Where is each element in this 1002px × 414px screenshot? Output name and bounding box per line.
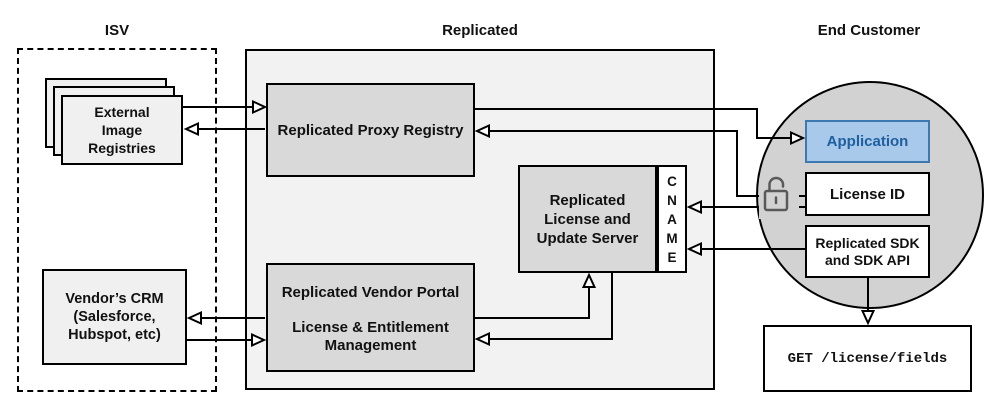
update-server-node: Replicated License and Update Server bbox=[518, 165, 657, 273]
section-header-isv: ISV bbox=[104, 22, 130, 39]
get-endpoint-label: GET /license/fields bbox=[787, 350, 948, 367]
external-registries-label: External Image Registries bbox=[88, 104, 156, 156]
application-label: Application bbox=[826, 133, 909, 150]
vendor-crm-node: Vendor’s CRM (Salesforce, Hubspot, etc) bbox=[42, 269, 187, 365]
section-header-end-customer: End Customer bbox=[817, 22, 921, 39]
external-registries-node: External Image Registries bbox=[61, 95, 183, 165]
isv-container bbox=[17, 48, 217, 392]
section-header-replicated: Replicated bbox=[442, 22, 518, 39]
application-node: Application bbox=[805, 120, 930, 163]
get-endpoint-node: GET /license/fields bbox=[763, 325, 972, 392]
vendor-portal-title: Replicated Vendor Portal bbox=[281, 284, 460, 301]
cname-node: C N A M E bbox=[657, 165, 687, 273]
update-server-label: Replicated License and Update Server bbox=[536, 191, 639, 247]
vendor-portal-node: Replicated Vendor Portal License & Entit… bbox=[266, 263, 475, 372]
sdk-label: Replicated SDK and SDK API bbox=[815, 234, 920, 268]
vendor-crm-label: Vendor’s CRM (Salesforce, Hubspot, etc) bbox=[65, 291, 164, 343]
license-id-label: License ID bbox=[829, 185, 906, 203]
license-id-node: License ID bbox=[805, 172, 930, 216]
proxy-registry-node: Replicated Proxy Registry bbox=[266, 83, 475, 177]
vendor-portal-subtitle: License & Entitlement Management bbox=[292, 319, 449, 354]
proxy-registry-label: Replicated Proxy Registry bbox=[277, 121, 464, 139]
cname-label: C N A M E bbox=[666, 173, 678, 265]
sdk-node: Replicated SDK and SDK API bbox=[805, 225, 930, 278]
